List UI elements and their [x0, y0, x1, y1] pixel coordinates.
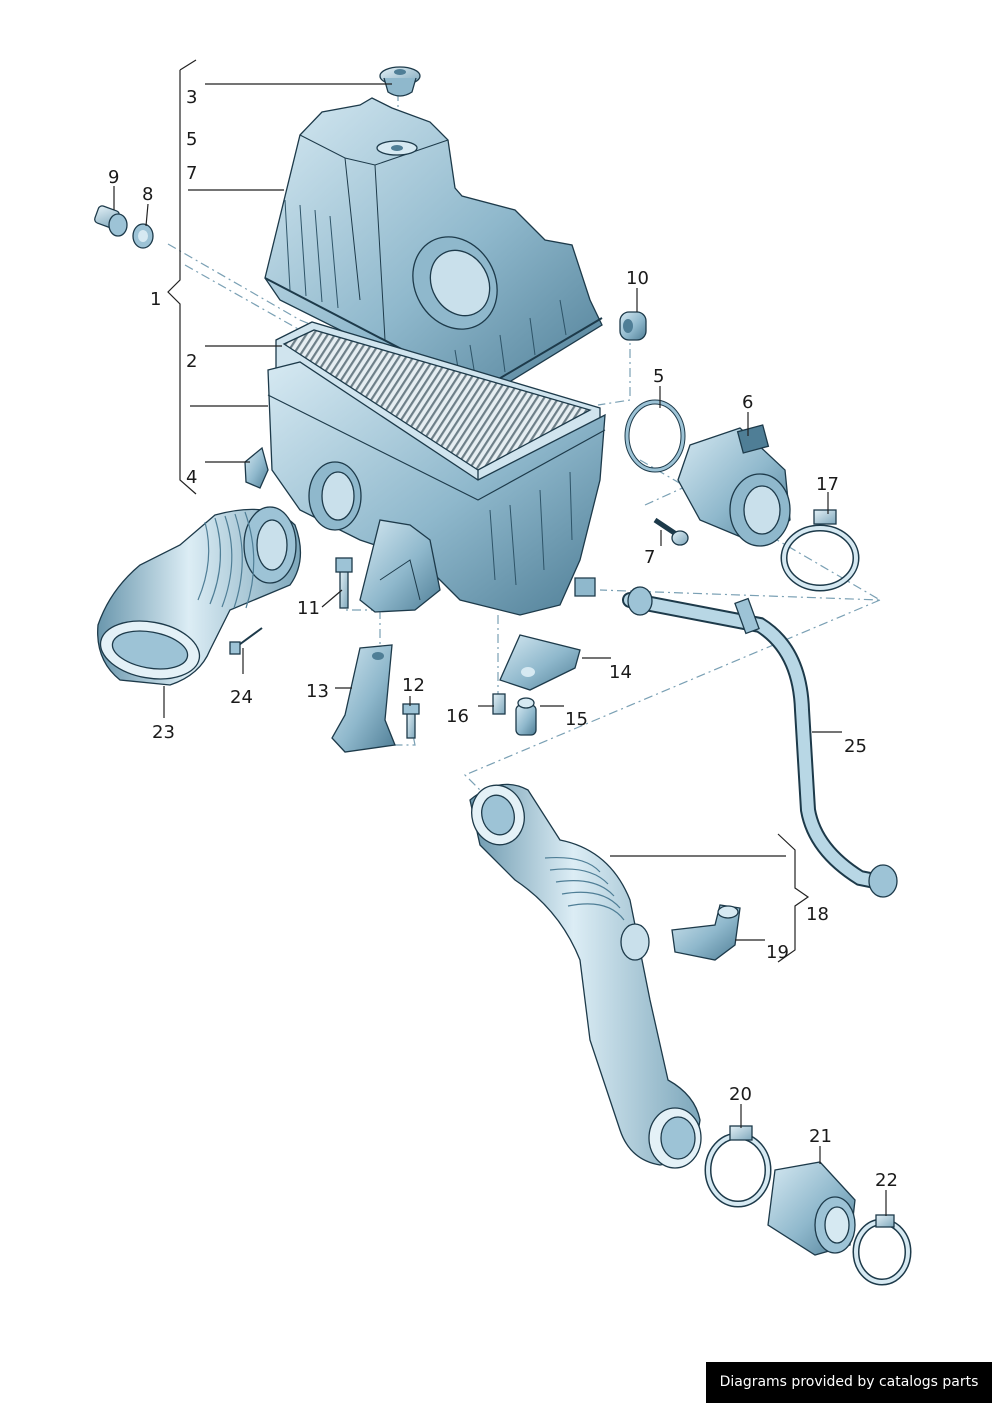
callout-18: 18: [806, 904, 829, 925]
part-8-ring: [132, 223, 154, 249]
callout-15: 15: [565, 709, 588, 730]
callout-24: 24: [230, 687, 253, 708]
part-18-charge-hose: [469, 783, 702, 1169]
callout-5-top: 5: [186, 129, 197, 150]
callout-13: 13: [306, 681, 329, 702]
callout-3: 3: [186, 87, 197, 108]
callout-22: 22: [875, 1170, 898, 1191]
part-4-clip: [244, 446, 269, 489]
part-22-hose-clamp: [852, 1214, 912, 1286]
callout-7-top: 7: [186, 163, 197, 184]
part-14-plate: [499, 634, 581, 691]
part-21-sleeve: [767, 1161, 856, 1256]
part-3-cap: [379, 66, 421, 97]
credit-banner: Diagrams provided by catalogs parts: [706, 1362, 992, 1403]
part-25-breather-hose: [622, 586, 898, 898]
part-10-damper: [619, 311, 647, 341]
callout-14: 14: [609, 662, 632, 683]
callout-4: 4: [186, 467, 197, 488]
callout-7: 7: [644, 547, 655, 568]
part-24-clip: [229, 627, 263, 655]
air-filter-housing-lower: [267, 361, 606, 616]
part-2-filter-element: [275, 321, 601, 502]
callout-10: 10: [626, 268, 649, 289]
callout-2: 2: [186, 351, 197, 372]
callout-20: 20: [729, 1084, 752, 1105]
part-20-hose-clamp: [704, 1125, 772, 1208]
callout-11: 11: [297, 598, 320, 619]
part-16-bolt: [492, 693, 506, 715]
air-filter-housing-upper: [264, 97, 603, 401]
part-11-bolt: [335, 557, 353, 609]
callout-19: 19: [766, 942, 789, 963]
callout-17: 17: [816, 474, 839, 495]
callout-12: 12: [402, 675, 425, 696]
callout-8: 8: [142, 184, 153, 205]
callout-1: 1: [150, 289, 161, 310]
part-19-elbow: [671, 904, 741, 961]
part-13-bracket: [331, 644, 396, 753]
part-6-mass-air-flow-sensor: [677, 424, 791, 547]
housing-bracket: [359, 519, 441, 613]
callout-25: 25: [844, 736, 867, 757]
part-23-intake-duct: [97, 506, 302, 686]
leader-lines: [113, 59, 887, 1216]
callout-16: 16: [446, 706, 469, 727]
callout-5: 5: [653, 366, 664, 387]
callout-21: 21: [809, 1126, 832, 1147]
callout-6: 6: [742, 392, 753, 413]
part-12-bolt: [402, 703, 420, 739]
part-7-screw: [653, 517, 689, 546]
part-9-grommet: [94, 205, 128, 237]
callout-labels: 3 5 7 9 8 1 2 4 10 5 6 17 7 11 14 12 13 …: [108, 87, 898, 1191]
callout-23: 23: [152, 722, 175, 743]
part-5-o-ring: [624, 399, 686, 473]
part-15-valve: [515, 697, 537, 736]
callout-9: 9: [108, 167, 119, 188]
part-17-hose-clamp: [780, 509, 860, 592]
